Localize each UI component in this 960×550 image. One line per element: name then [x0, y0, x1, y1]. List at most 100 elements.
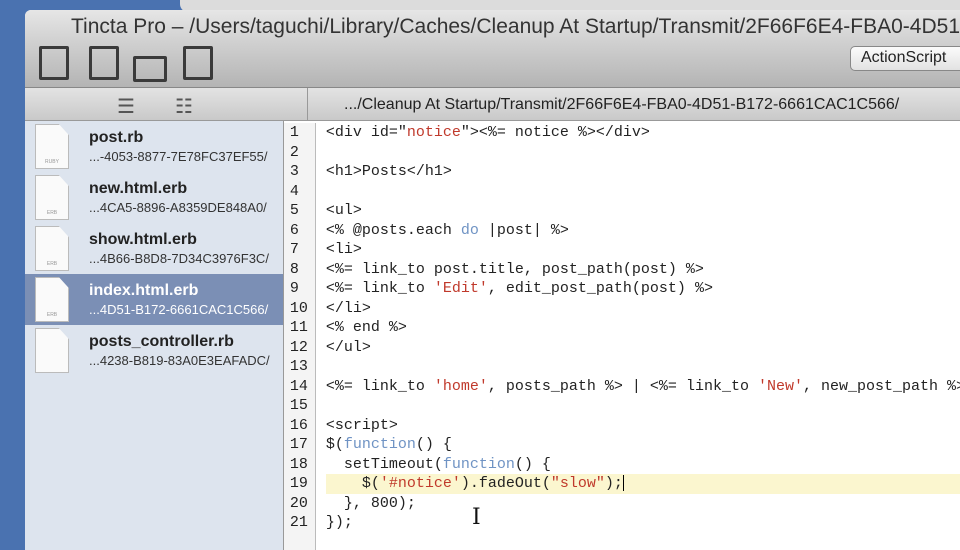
- text-cursor-icon: I: [472, 505, 481, 530]
- code-line[interactable]: <h1>Posts</h1>: [326, 162, 960, 182]
- line-number: 6: [289, 221, 299, 239]
- save-icon[interactable]: [183, 46, 213, 80]
- code-line[interactable]: <script>: [326, 416, 960, 436]
- line-number: 16: [289, 416, 308, 434]
- code-token: <% @posts.each: [325, 221, 461, 239]
- line-number: 1: [289, 124, 299, 141]
- string-token: 'Edit': [433, 280, 488, 297]
- line-number: 12: [289, 338, 308, 356]
- line-number: 4: [289, 182, 299, 200]
- document-icon: ERB: [35, 277, 69, 322]
- line-number: 15: [289, 397, 308, 414]
- editor-window: Tincta Pro – /Users/taguchi/Library/Cach…: [25, 10, 960, 550]
- file-name: show.html.erb: [89, 231, 197, 248]
- line-number: 20: [289, 494, 308, 512]
- file-path: ...4238-B819-83A0E3EAFADC/: [89, 353, 270, 368]
- code-token: <% end %>: [325, 319, 407, 336]
- code-token: );: [604, 475, 623, 492]
- code-token: <ul>: [325, 202, 362, 219]
- line-number: 3: [289, 163, 299, 180]
- file-type-badge: ERB: [46, 210, 58, 216]
- code-line[interactable]: <%= link_to 'home', posts_path %> | <%= …: [326, 377, 960, 397]
- code-token: , new_post_path %>: [802, 377, 960, 395]
- code-line[interactable]: });: [326, 513, 960, 533]
- line-number: 10: [289, 299, 308, 317]
- line-number: 14: [289, 377, 308, 395]
- text-caret: [622, 475, 624, 492]
- file-list-item[interactable]: ERB show.html.erb ...4B66-B8D8-7D34C3976F3…: [25, 223, 283, 274]
- code-line[interactable]: [326, 396, 960, 416]
- new-document-hash-icon[interactable]: [89, 46, 119, 80]
- code-line[interactable]: <ul>: [326, 201, 960, 221]
- string-token: notice: [406, 124, 461, 141]
- line-number: 2: [289, 143, 299, 161]
- code-line[interactable]: <div id="notice"><%= notice %></div>: [326, 123, 960, 143]
- document-icon: [35, 328, 69, 373]
- code-line[interactable]: <%= link_to 'Edit', edit_post_path(post)…: [326, 279, 960, 299]
- code-token: <script>: [325, 416, 398, 434]
- file-name: index.html.erb: [89, 282, 199, 299]
- code-token: }, 800);: [325, 494, 416, 512]
- code-token: () {: [514, 455, 551, 473]
- file-type-badge: ERB: [46, 312, 58, 318]
- code-token: setTimeout(: [325, 455, 443, 473]
- code-line[interactable]: <%= link_to post.title, post_path(post) …: [326, 260, 960, 280]
- language-button[interactable]: ActionScript: [850, 46, 960, 71]
- code-line[interactable]: [326, 182, 960, 202]
- line-number: 17: [289, 436, 308, 453]
- code-token: <h1>Posts</h1>: [325, 163, 452, 180]
- string-token: 'home': [433, 377, 488, 395]
- code-line[interactable]: </li>: [326, 299, 960, 319]
- code-line[interactable]: <li>: [326, 240, 960, 260]
- code-token: <%= link_to: [325, 377, 434, 395]
- string-token: 'New': [757, 377, 803, 395]
- file-path: .../Cleanup At Startup/Transmit/2F66F6E4…: [308, 88, 960, 120]
- code-token: $(: [325, 475, 380, 492]
- list-view-icon[interactable]: ☰: [117, 96, 135, 118]
- code-token: });: [325, 514, 353, 531]
- file-path: ...4B66-B8D8-7D34C3976F3C/: [89, 251, 269, 266]
- code-line[interactable]: <% end %>: [326, 318, 960, 338]
- title-bar: Tincta Pro – /Users/taguchi/Library/Cach…: [25, 10, 960, 44]
- code-line[interactable]: $(function() {: [326, 435, 960, 455]
- header-bar: ☰ ☷ .../Cleanup At Startup/Transmit/2F66…: [25, 88, 960, 121]
- file-name: post.rb: [89, 129, 144, 146]
- code-line[interactable]: </ul>: [326, 338, 960, 358]
- code-line[interactable]: setTimeout(function() {: [326, 455, 960, 475]
- code-line[interactable]: [326, 357, 960, 377]
- keyword-token: do: [460, 221, 479, 239]
- code-token: ).fadeOut(: [460, 475, 551, 492]
- code-line[interactable]: }, 800);: [326, 494, 960, 514]
- code-token: </ul>: [325, 338, 371, 356]
- code-line[interactable]: [326, 143, 960, 163]
- string-token: "slow": [550, 475, 605, 492]
- code-token: <%= link_to: [325, 280, 434, 297]
- code-area[interactable]: <div id="notice"><%= notice %></div> <h1…: [316, 123, 960, 550]
- keyword-token: function: [343, 436, 416, 453]
- line-number: 13: [289, 358, 308, 375]
- code-token: <div id=": [325, 124, 407, 141]
- document-icon: ERB: [35, 226, 69, 271]
- file-name: posts_controller.rb: [89, 333, 234, 350]
- code-token: </li>: [325, 299, 371, 317]
- toolbar: ActionScript: [25, 44, 960, 88]
- tree-view-icon[interactable]: ☷: [175, 96, 193, 118]
- document-icon: ERB: [35, 175, 69, 220]
- new-document-icon[interactable]: [39, 46, 69, 80]
- open-folder-icon[interactable]: [133, 56, 167, 82]
- code-line[interactable]: <% @posts.each do |post| %>: [326, 221, 960, 241]
- background-window: [180, 0, 960, 12]
- line-number: 5: [289, 202, 299, 219]
- window-title: Tincta Pro – /Users/taguchi/Library/Cach…: [71, 15, 960, 38]
- code-token: "><%= notice %></div>: [460, 124, 650, 141]
- code-token: |post| %>: [478, 221, 569, 239]
- code-line[interactable]: $('#notice').fadeOut("slow");: [325, 474, 960, 494]
- file-list-item[interactable]: posts_controller.rb ...4238-B819-83A0E3EA…: [25, 325, 283, 376]
- line-number: 19: [289, 475, 308, 492]
